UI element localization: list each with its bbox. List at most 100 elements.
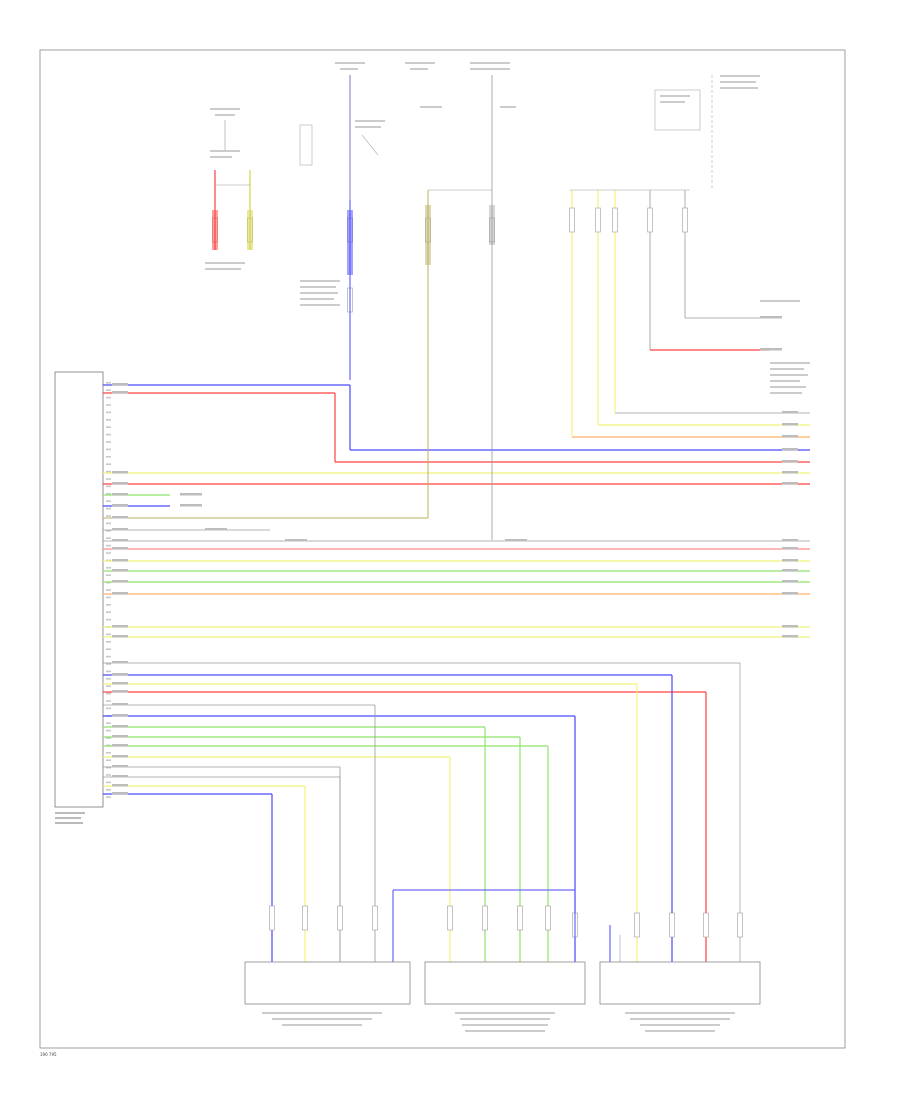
horizontal-wires [103, 384, 810, 795]
inline-connector [612, 207, 618, 233]
wire-tag [782, 592, 798, 595]
pin-number [106, 611, 111, 613]
wire-tag [112, 765, 128, 768]
wire-tag [112, 580, 128, 583]
wire-tag [782, 411, 798, 414]
pin-number [106, 685, 111, 687]
pin-number [106, 522, 111, 525]
wire-tag [112, 559, 128, 562]
wire-tag [112, 625, 128, 628]
wire-tag [782, 559, 798, 562]
pin-number [106, 463, 111, 465]
pin-number [106, 641, 111, 643]
inline-connector [545, 905, 551, 931]
wire-tag [112, 661, 128, 664]
sensor-module-top-right [570, 75, 760, 191]
pin-number [106, 426, 111, 428]
pin-number [106, 515, 111, 517]
wire-tag [782, 423, 798, 426]
inline-connector [517, 905, 523, 931]
wire-tag [782, 625, 798, 628]
wire-tag [760, 316, 782, 319]
inline-connector [703, 912, 709, 938]
pin-number [106, 604, 111, 606]
wire-tag [205, 528, 227, 531]
wire-tag [112, 682, 128, 685]
pin-number [106, 470, 111, 473]
wire-tag [112, 547, 128, 550]
wire-tag [112, 673, 128, 676]
wire-tag [112, 391, 128, 394]
inline-connector [337, 905, 343, 931]
pin-number [106, 752, 111, 754]
diagram-border [39, 49, 846, 1049]
pin-number [106, 781, 111, 784]
pin-number [106, 485, 111, 488]
wire-tag [112, 539, 128, 542]
pin-number [106, 567, 111, 569]
fuse-relay-block-left [205, 108, 253, 270]
wire-tag [112, 482, 128, 485]
pin-number [106, 692, 111, 695]
wire-tag [505, 539, 527, 542]
bottom-connector-right [599, 961, 761, 1032]
footer-code: 190 795 [40, 1052, 57, 1057]
inline-connector [682, 207, 688, 233]
wire-tag [782, 482, 798, 485]
connector-right-side [760, 300, 810, 394]
pin-number [106, 448, 111, 451]
pin-number [106, 382, 111, 384]
inline-connector [634, 912, 640, 938]
wire-tag [112, 714, 128, 717]
pin-number [106, 544, 111, 547]
pin-number [106, 404, 111, 406]
pin-number [106, 530, 111, 532]
inline-connector [302, 905, 308, 931]
wire-tag [112, 569, 128, 572]
module-pin-labels [106, 382, 111, 798]
pin-number [106, 589, 111, 591]
wire-tag [782, 471, 798, 474]
pin-number [106, 707, 111, 710]
wire-tag [782, 435, 798, 438]
pin-number [106, 633, 111, 636]
pin-number [106, 559, 111, 562]
inline-connector [372, 905, 378, 931]
pin-number [106, 441, 111, 443]
wire-tag [760, 348, 782, 351]
pin-number [106, 774, 111, 776]
pin-number [106, 507, 111, 510]
pin-number [106, 419, 111, 421]
wire-tag [112, 635, 128, 638]
pin-number [106, 396, 111, 399]
pin-number [106, 700, 111, 702]
inline-connector [669, 912, 675, 938]
wire-tag [112, 735, 128, 738]
wire-tag [112, 516, 128, 519]
pin-number [106, 389, 111, 391]
wire-tag [782, 460, 798, 463]
wire-tag [180, 504, 202, 507]
wire-tag [112, 775, 128, 778]
inline-connector [269, 905, 275, 931]
bottom-connector-middle [424, 961, 586, 1032]
wire-tag [782, 448, 798, 451]
wire-tag [112, 755, 128, 758]
pin-number [106, 678, 111, 680]
pin-number [106, 493, 111, 495]
pin-number [106, 766, 111, 769]
pin-number [106, 670, 111, 673]
inline-connector [482, 905, 488, 931]
pin-number [106, 552, 111, 554]
control-module [54, 371, 104, 808]
pin-number [106, 655, 111, 658]
wire-tag [112, 792, 128, 795]
pin-number [106, 648, 111, 650]
pin-number [106, 744, 111, 747]
inline-connector [569, 207, 575, 233]
wire-tag [180, 493, 202, 496]
pin-number [106, 729, 111, 732]
wire-tag [112, 383, 128, 386]
wire-tag [782, 580, 798, 583]
